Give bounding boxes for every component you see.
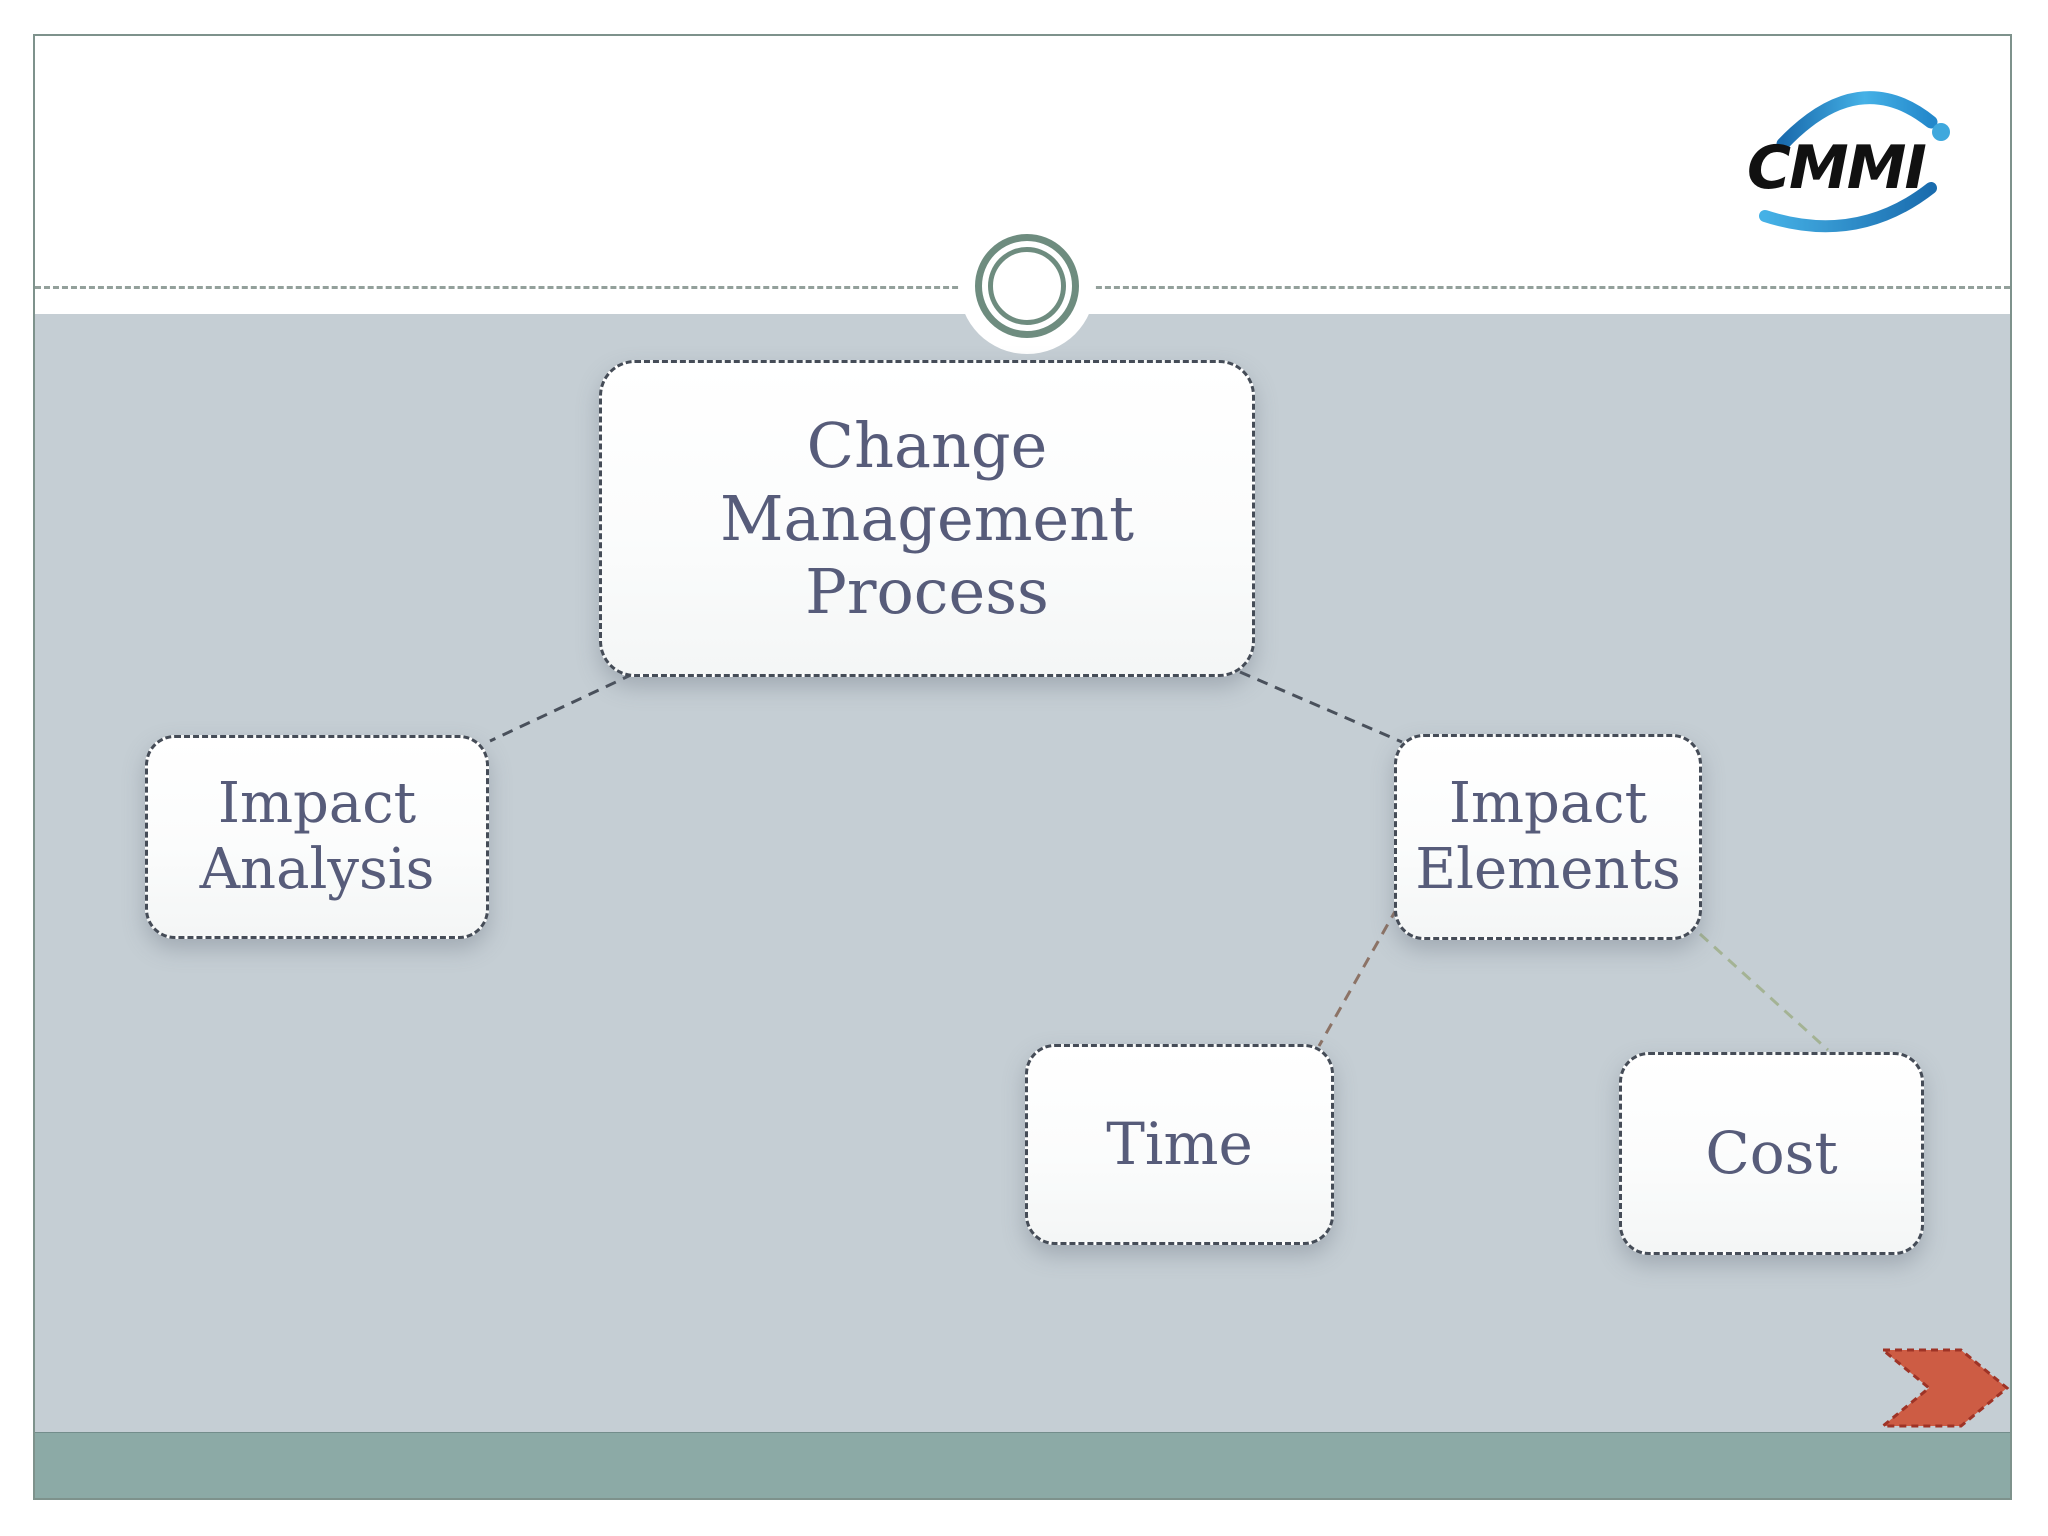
logo-dot-icon (1932, 123, 1950, 141)
circle-ornament-inner-ring (988, 247, 1066, 325)
node-label: Change Management Process (719, 408, 1135, 629)
slide: CMMI Change Management Process Impact An… (33, 34, 2012, 1500)
next-arrow-icon[interactable] (1878, 1348, 2010, 1428)
node-label: Impact Analysis (199, 770, 435, 902)
logo-swoosh-top-icon (1776, 91, 1938, 151)
next-slide-arrow[interactable] (1875, 1342, 2012, 1442)
footer-bar (35, 1432, 2010, 1498)
node-label: Impact Elements (1415, 770, 1681, 902)
node-impact-analysis: Impact Analysis (145, 735, 489, 939)
cmmi-logo: CMMI (1747, 91, 1950, 233)
logo-swoosh-bottom-icon (1759, 182, 1937, 233)
node-label: Time (1106, 1110, 1253, 1179)
logo-text: CMMI (1747, 133, 1926, 203)
node-change-management-process: Change Management Process (599, 360, 1255, 677)
node-impact-elements: Impact Elements (1394, 734, 1702, 940)
node-cost: Cost (1619, 1052, 1924, 1255)
node-time: Time (1025, 1044, 1334, 1245)
node-label: Cost (1705, 1119, 1838, 1188)
